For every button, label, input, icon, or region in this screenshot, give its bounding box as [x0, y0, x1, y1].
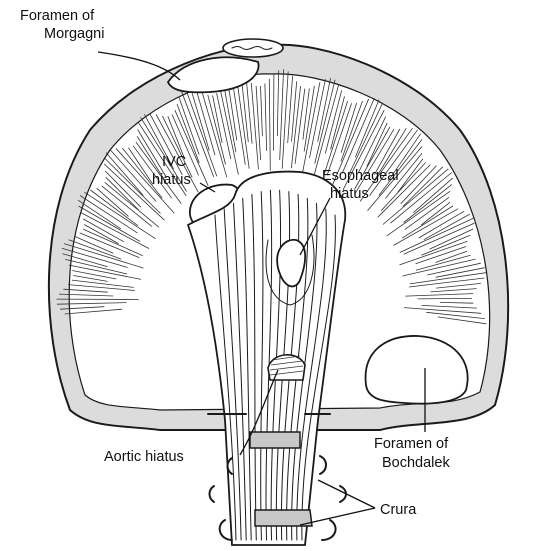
label-bochdalek-line2: Bochdalek	[382, 455, 450, 471]
label-crura: Crura	[380, 502, 417, 518]
label-ivc-line2: hiatus	[152, 172, 191, 188]
label-bochdalek-line1: Foramen of	[374, 436, 449, 452]
label-ivc-line1: IVC	[162, 154, 186, 170]
aortic-hiatus	[268, 355, 305, 380]
label-esophageal-line1: Esophageal	[322, 168, 399, 184]
label-esophageal-line2: hiatus	[330, 186, 369, 202]
label-aortic: Aortic hiatus	[104, 449, 184, 465]
muscle-fiber-line	[418, 298, 472, 299]
label-morgagni-line2: Morgagni	[44, 26, 104, 42]
muscle-fiber-line	[273, 74, 274, 151]
label-morgagni-line1: Foramen of	[20, 8, 95, 24]
